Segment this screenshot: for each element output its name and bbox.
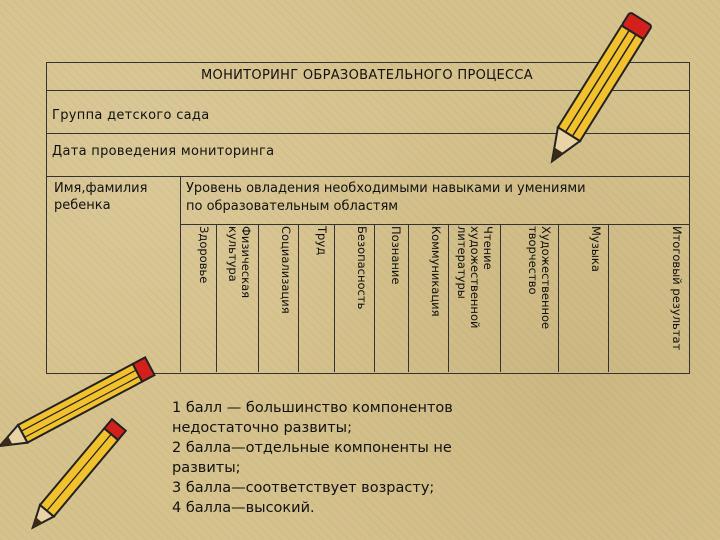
column-divider bbox=[408, 224, 409, 372]
table-title: МОНИТОРИНГ ОБРАЗОВАТЕЛЬНОГО ПРОЦЕССА bbox=[201, 68, 533, 83]
area-column-11: Итоговый результат bbox=[608, 226, 689, 370]
column-divider bbox=[448, 224, 449, 372]
column-divider bbox=[298, 224, 299, 372]
column-divider bbox=[258, 224, 259, 372]
monitoring-table bbox=[46, 62, 690, 374]
area-column-10: Музыка bbox=[558, 226, 608, 370]
child-name-header: Имя,фамилия ребенка bbox=[54, 180, 147, 214]
area-column-3: Социализация bbox=[258, 226, 298, 370]
area-column-6: Познание bbox=[374, 226, 408, 370]
table-divider bbox=[46, 133, 689, 134]
area-column-8: Чтение художественной литературы bbox=[448, 226, 500, 370]
table-divider bbox=[46, 90, 689, 91]
column-divider bbox=[608, 224, 609, 372]
area-column-7: Коммуникация bbox=[408, 226, 448, 370]
area-label: Познание bbox=[389, 226, 403, 285]
level-header-text: Уровень овладения необходимыми навыками … bbox=[186, 181, 586, 214]
column-divider bbox=[500, 224, 501, 372]
area-label: Художественное творчество bbox=[526, 226, 553, 330]
pencil-icon bbox=[550, 12, 652, 164]
area-label: Безопасность bbox=[355, 226, 369, 310]
area-column-2: Физическая культура bbox=[216, 226, 258, 370]
column-divider bbox=[216, 224, 217, 372]
area-label: Труд bbox=[315, 226, 329, 256]
area-label: Итоговый результат bbox=[670, 226, 684, 351]
column-divider bbox=[334, 224, 335, 372]
level-header: Уровень овладения необходимыми навыками … bbox=[186, 180, 586, 216]
child-name-text: Имя,фамилия ребенка bbox=[54, 181, 148, 213]
table-divider bbox=[180, 224, 689, 225]
area-column-9: Художественное творчество bbox=[500, 226, 558, 370]
area-label: Музыка bbox=[589, 226, 603, 272]
table-divider bbox=[46, 176, 689, 177]
area-label: Коммуникация bbox=[429, 226, 443, 317]
pencil-icon bbox=[0, 356, 156, 530]
column-divider bbox=[558, 224, 559, 372]
column-divider bbox=[374, 224, 375, 372]
area-label: Социализация bbox=[279, 226, 293, 314]
area-label: Чтение художественной литературы bbox=[455, 226, 495, 329]
column-divider bbox=[180, 176, 181, 372]
group-label: Группа детского сада bbox=[52, 108, 210, 123]
area-column-4: Труд bbox=[298, 226, 334, 370]
area-label: Физическая культура bbox=[226, 226, 253, 299]
area-column-1: Здоровье bbox=[180, 226, 216, 370]
area-column-5: Безопасность bbox=[334, 226, 374, 370]
scoring-legend: 1 балл — большинство компонентов недоста… bbox=[172, 400, 453, 516]
date-label: Дата проведения мониторинга bbox=[52, 144, 275, 159]
area-label: Здоровье bbox=[197, 226, 211, 284]
